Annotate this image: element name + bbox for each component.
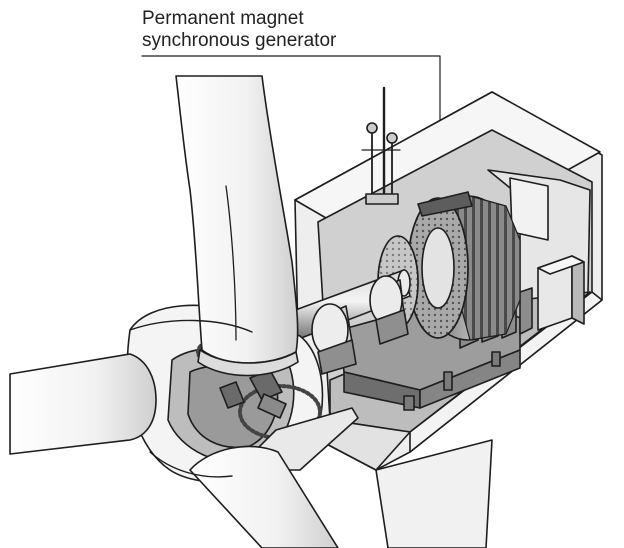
weather-mast: [361, 86, 401, 205]
anemometer-icon: [366, 122, 378, 134]
blade-lower: [189, 445, 339, 548]
callout-line-2: synchronous generator: [142, 30, 337, 51]
main-bearing-rear: [369, 275, 409, 345]
pitch-actuators: [219, 369, 287, 419]
main-bearing-front: [311, 303, 357, 375]
control-cabinet: [537, 255, 585, 331]
callout-line-1: Permanent magnet: [142, 8, 304, 29]
tower: [375, 439, 493, 548]
generator-callout-label: Permanent magnet synchronous generator: [142, 8, 336, 52]
wind-vane-icon: [386, 132, 398, 144]
hydraulic-unit: [403, 351, 501, 411]
permanent-magnet-generator: [407, 191, 521, 341]
blade-left: [9, 353, 157, 455]
